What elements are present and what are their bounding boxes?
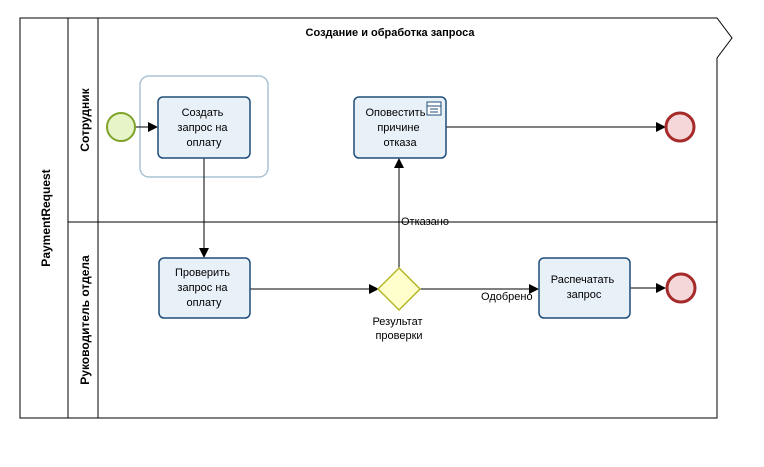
end-event-printed[interactable] xyxy=(665,272,697,304)
exclusive-gateway[interactable] xyxy=(376,266,422,312)
task-notify-refusal[interactable]: Оповестить причине отказа xyxy=(353,96,447,159)
service-task-icon xyxy=(426,101,442,116)
lane-name-employee: Сотрудник xyxy=(78,87,92,151)
pool-border xyxy=(19,17,733,419)
task-print-request[interactable]: Распечатать запрос xyxy=(538,257,631,319)
pool-name: PaymentRequest xyxy=(39,169,53,266)
task-check-request[interactable]: Проверить запрос на оплату xyxy=(158,257,251,319)
task-create-request-label: Создать запрос на оплату xyxy=(177,107,230,149)
flow-label-approved: Одобрено xyxy=(481,291,533,303)
flow-label-rejected: Отказано xyxy=(401,216,449,228)
pool-title: Создание и обработка запроса xyxy=(306,27,476,39)
task-create-request[interactable]: Создать запрос на оплату xyxy=(157,96,251,159)
lane-name-manager: Руководитель отдела xyxy=(78,255,92,385)
task-check-request-label: Проверить запрос на оплату xyxy=(175,267,233,309)
gateway-label: Результат проверки xyxy=(372,316,425,342)
end-event-rejected[interactable] xyxy=(664,111,696,143)
task-notify-refusal-label: Оповестить причине отказа xyxy=(366,107,429,149)
task-print-request-label: Распечатать запрос xyxy=(551,274,618,301)
start-event[interactable] xyxy=(106,112,136,142)
